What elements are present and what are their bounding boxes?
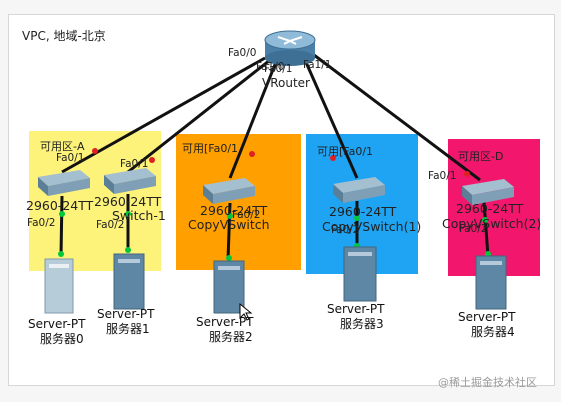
switch-0-port-bottom: Fa0/2 [27,217,56,229]
server-icon-3[interactable] [343,246,377,302]
server-2-name: 服务器2 [209,330,253,344]
router-port-fa0-0: Fa0/0 [228,47,257,59]
server-0-name: 服务器0 [40,332,84,346]
switch-3-port-bottom: Fa0/2 [331,224,360,236]
zone-d-area [448,139,540,276]
watermark: @稀土掘金技术社区 [438,376,537,389]
switch-icon-0[interactable] [38,170,90,196]
server-2-type: Server-PT [196,315,254,329]
switch-4-model: 2960-24TT [456,201,524,216]
port-led [92,148,98,154]
server-4-type: Server-PT [458,310,516,324]
port-led [59,211,65,217]
switch-icon-3[interactable] [333,177,385,203]
port-led [125,247,131,253]
switch-2-port-bottom: Fa0/2 [232,209,261,221]
switch-icon-2[interactable] [203,178,255,204]
port-led [249,151,255,157]
port-led [482,217,488,223]
server-icon-4[interactable] [475,255,507,310]
switch-2-model: 2960-24TT [200,203,268,218]
link-router-switch-1 [127,58,271,174]
switch-4-port-top: Fa0/1 [428,170,457,182]
zone-c-label: 可用[Fa0/1 [317,145,374,158]
router-port-fa1-0: Fa1/0 [256,61,285,73]
router-icon[interactable] [264,30,316,66]
link-switch-2-server-2 [226,202,232,261]
server-0-type: Server-PT [28,317,86,331]
link-switch-4-server-4 [482,201,490,257]
link-router-switch-4 [313,53,481,182]
server-icon-1[interactable] [113,253,145,310]
link-router-switch-2 [228,61,278,179]
switch-2-name: CopyVSwitch [188,217,270,232]
server-1-type: Server-PT [97,307,155,321]
zone-a-label: 可用区-A [40,140,85,153]
switch-4-name: CopyVSwitch(2) [442,216,542,231]
link-switch-0-server-0 [59,195,64,257]
server-3-name: 服务器3 [340,317,384,331]
server-icon-0[interactable] [44,258,74,314]
diagram-title-overlay: VPC, 地域-北京 [22,29,106,43]
server-4-name: 服务器4 [471,325,515,339]
router-port-fa0-1: Fa0/1 [264,63,293,75]
port-led [227,213,233,219]
port-led [149,157,155,163]
mouse-cursor-icon [239,302,253,321]
port-led [226,255,232,261]
port-indicators [58,148,491,261]
switch-1-model: 2960-24TT [94,194,162,209]
switch-1-port-bottom: Fa0/2 [96,219,125,231]
router-label: VRouter [262,76,310,90]
switch-1-port-top: Fa0/1 [120,158,149,170]
port-led [58,251,64,257]
server-3-type: Server-PT [327,302,385,316]
switch-0-model: 2960-24TT [26,198,94,213]
switch-3-name: CopyVSwitch(1) [322,219,422,234]
router-port-fa1-1: Fa1/1 [303,59,332,71]
port-led [464,171,470,177]
server-1-name: 服务器1 [106,322,150,336]
switch-4-port-bottom: Fa0/2 [459,223,488,235]
switch-icon-1[interactable] [104,168,156,194]
switch-0-port-top: Fa0/1 [56,152,85,164]
port-led [354,215,360,221]
switch-icon-4[interactable] [462,179,514,205]
port-led [125,211,131,217]
switch-3-model: 2960-24TT [329,204,397,219]
server-icon-2[interactable] [213,260,245,314]
port-led [330,155,336,161]
links [59,53,490,261]
zone-b-label: 可用[Fa0/1 [182,142,239,155]
zone-d-label: 可用区-D [458,150,504,163]
switch-1-name: Switch-1 [112,208,166,223]
link-router-switch-3 [303,59,359,179]
